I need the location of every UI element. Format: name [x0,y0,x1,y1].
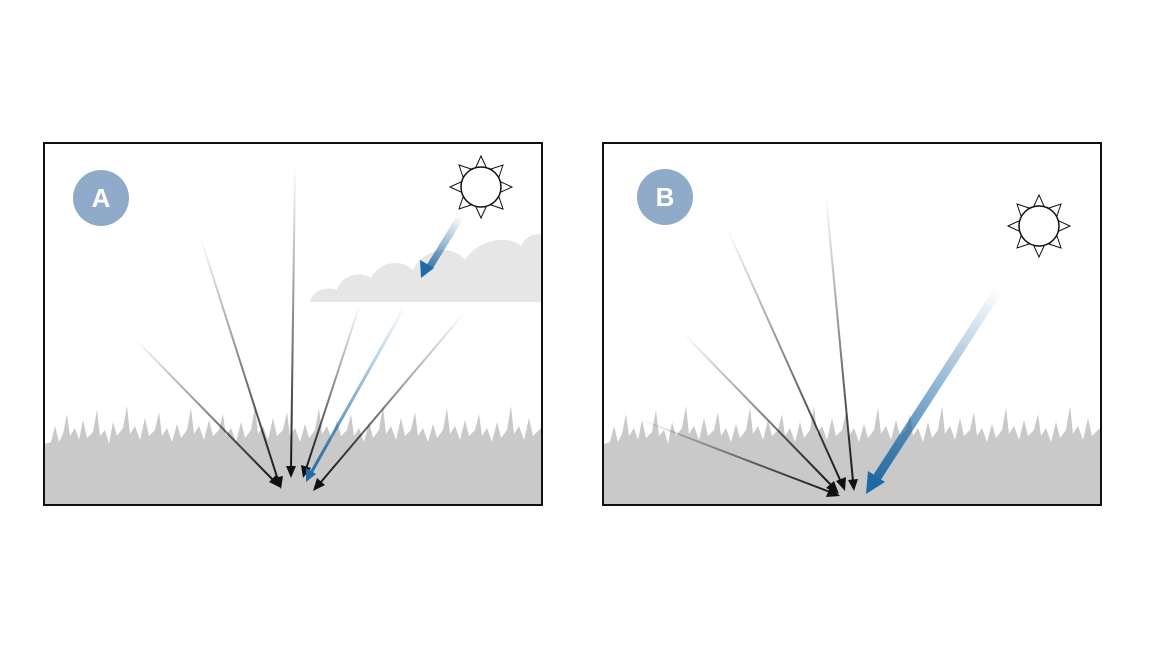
direct-arrow [306,305,407,482]
panel-a-illustration [45,154,541,504]
diffuse-arrow [199,235,283,489]
panel-label-badge: B [637,169,693,225]
panel-a: A [43,142,543,506]
grass-icon [45,406,541,504]
sun-icon [448,154,514,220]
diffuse-arrow [683,333,839,494]
grass-icon [604,406,1100,504]
diffuse-arrow [725,225,846,491]
sun-icon [1006,193,1072,259]
direct-arrow [866,286,1003,494]
diffuse-arrow [313,311,466,491]
panel-b-illustration [604,193,1100,504]
panel-label-badge: A [73,170,129,226]
direct-beam-arrow [420,214,464,278]
panel-b: B [602,142,1102,506]
diffuse-arrow [825,195,858,491]
diffuse-arrow [286,165,296,478]
